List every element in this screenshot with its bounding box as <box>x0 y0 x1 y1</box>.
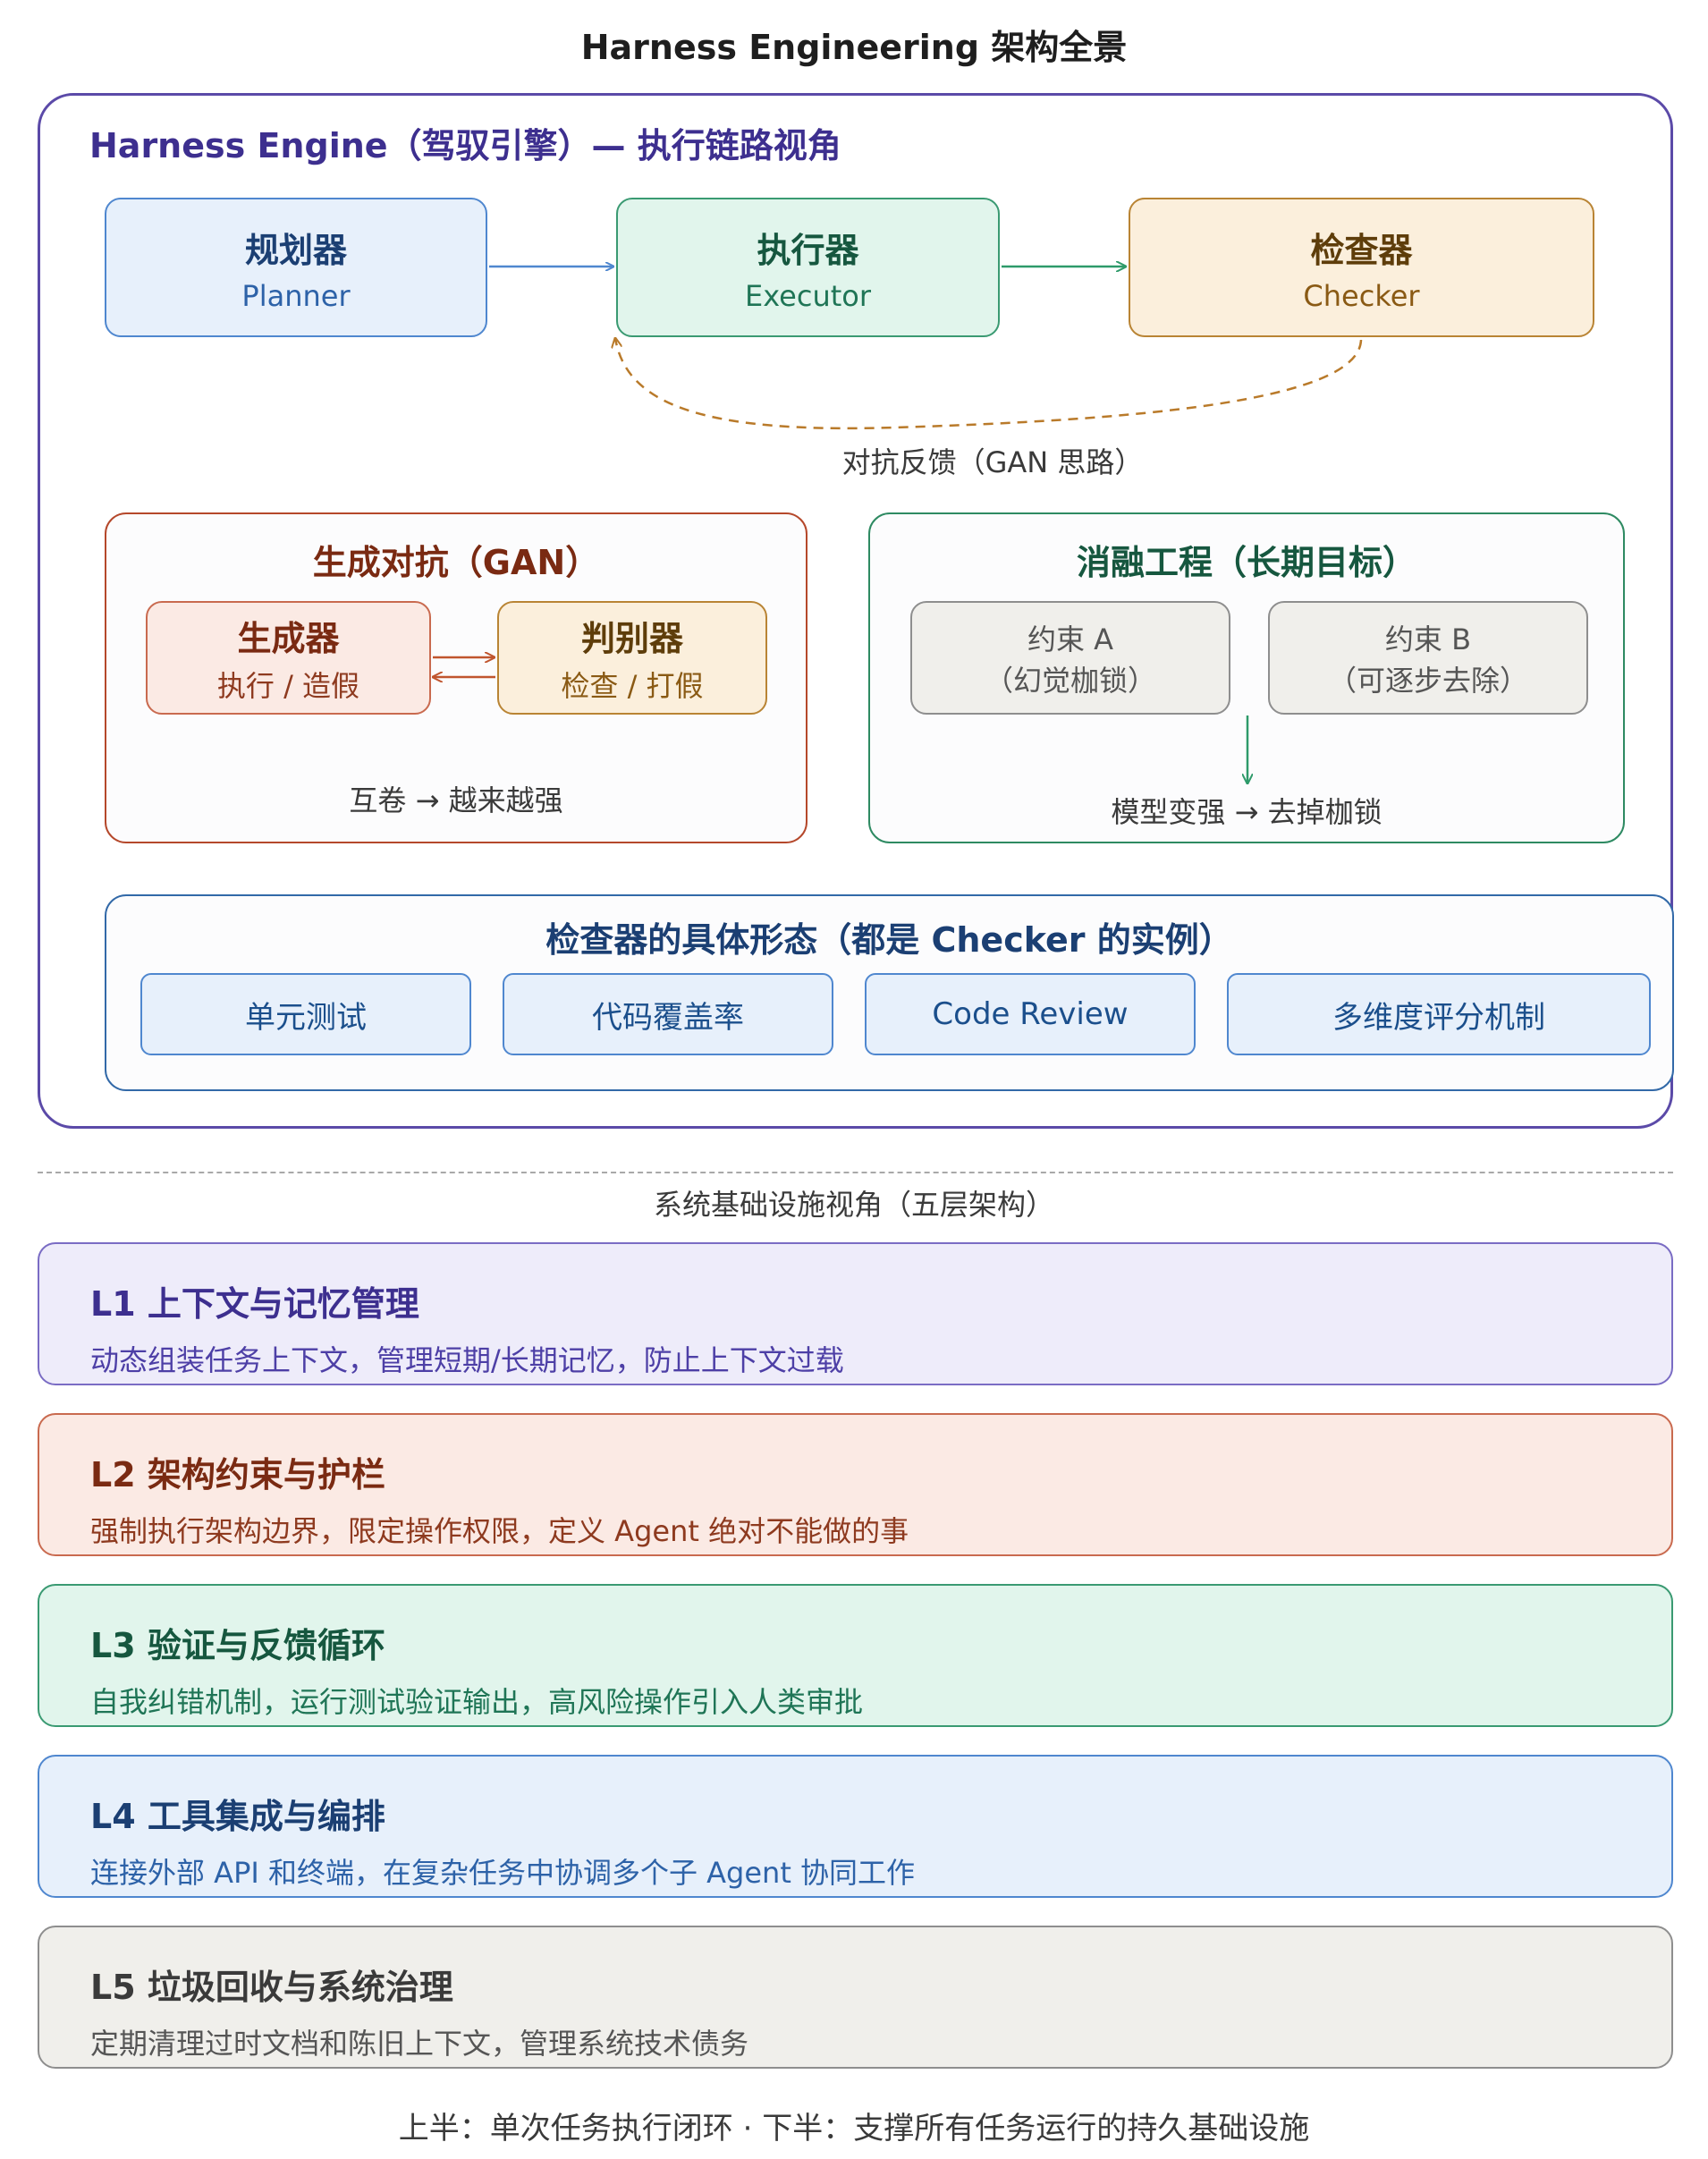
layer-l2: L2 架构约束与护栏 强制执行架构边界，限定操作权限，定义 Agent 绝对不能… <box>38 1413 1673 1556</box>
constraint-b-box: 约束 B （可逐步去除） <box>1268 601 1588 715</box>
discriminator-subtitle: 检查 / 打假 <box>561 669 704 703</box>
checker-form-code-review: Code Review <box>865 973 1196 1055</box>
generator-box: 生成器 执行 / 造假 <box>146 601 431 715</box>
ablation-note: 模型变强 → 去掉枷锁 <box>1111 795 1382 829</box>
executor-box: 执行器 Executor <box>616 198 1000 337</box>
infrastructure-label: 系统基础设施视角（五层架构） <box>653 1188 1054 1222</box>
gan-note: 互卷 → 越来越强 <box>349 783 563 817</box>
planner-box: 规划器 Planner <box>105 198 487 337</box>
discriminator-title: 判别器 <box>580 619 683 658</box>
generator-subtitle: 执行 / 造假 <box>216 669 360 703</box>
layer-l1-title: L1 上下文与记忆管理 <box>90 1284 419 1324</box>
layer-l4: L4 工具集成与编排 连接外部 API 和终端，在复杂任务中协调多个子 Agen… <box>38 1755 1673 1898</box>
engine-title: Harness Engine（驾驭引擎）— 执行链路视角 <box>89 126 841 165</box>
checker-form-multi-score: 多维度评分机制 <box>1227 973 1651 1055</box>
layer-l2-desc: 强制执行架构边界，限定操作权限，定义 Agent 绝对不能做的事 <box>90 1514 909 1548</box>
section-divider <box>38 1172 1673 1173</box>
constraint-a-desc: （幻觉枷锁） <box>984 663 1156 698</box>
layer-l4-title: L4 工具集成与编排 <box>90 1797 385 1836</box>
executor-title: 执行器 <box>757 230 859 270</box>
checker-box: 检查器 Checker <box>1129 198 1594 337</box>
layer-l3-desc: 自我纠错机制，运行测试验证输出，高风险操作引入人类审批 <box>90 1685 864 1719</box>
planner-subtitle: Planner <box>241 278 351 313</box>
layer-l1-desc: 动态组装任务上下文，管理短期/长期记忆，防止上下文过载 <box>90 1343 844 1377</box>
checker-title: 检查器 <box>1310 230 1413 270</box>
footer-note: 上半：单次任务执行闭环 · 下半：支撑所有任务运行的持久基础设施 <box>398 2111 1310 2146</box>
layer-l1: L1 上下文与记忆管理 动态组装任务上下文，管理短期/长期记忆，防止上下文过载 <box>38 1242 1673 1385</box>
constraint-a-box: 约束 A （幻觉枷锁） <box>910 601 1230 715</box>
constraint-a-label: 约束 A <box>1027 622 1114 656</box>
planner-title: 规划器 <box>244 230 347 270</box>
ablation-title: 消融工程（长期目标） <box>1076 543 1416 582</box>
feedback-label: 对抗反馈（GAN 思路） <box>841 445 1144 479</box>
executor-subtitle: Executor <box>744 278 871 313</box>
layer-l5: L5 垃圾回收与系统治理 定期清理过时文档和陈旧上下文，管理系统技术债务 <box>38 1926 1673 2069</box>
checker-subtitle: Checker <box>1303 278 1420 313</box>
layer-l5-title: L5 垃圾回收与系统治理 <box>90 1968 453 2007</box>
checker-forms-title: 检查器的具体形态（都是 Checker 的实例） <box>545 920 1233 960</box>
page-title: Harness Engineering 架构全景 <box>580 28 1128 67</box>
checker-form-unit-test: 单元测试 <box>140 973 471 1055</box>
gan-title: 生成对抗（GAN） <box>312 543 600 582</box>
layer-l3: L3 验证与反馈循环 自我纠错机制，运行测试验证输出，高风险操作引入人类审批 <box>38 1584 1673 1727</box>
layer-l2-title: L2 架构约束与护栏 <box>90 1455 385 1494</box>
harness-engine-panel <box>38 93 1673 1129</box>
constraint-b-label: 约束 B <box>1384 622 1472 656</box>
layer-l5-desc: 定期清理过时文档和陈旧上下文，管理系统技术债务 <box>90 2027 749 2061</box>
discriminator-box: 判别器 检查 / 打假 <box>497 601 767 715</box>
layer-l4-desc: 连接外部 API 和终端，在复杂任务中协调多个子 Agent 协同工作 <box>90 1856 916 1890</box>
constraint-b-desc: （可逐步去除） <box>1327 663 1528 698</box>
checker-form-code-coverage: 代码覆盖率 <box>503 973 833 1055</box>
layer-l3-title: L3 验证与反馈循环 <box>90 1626 385 1665</box>
generator-title: 生成器 <box>237 619 340 658</box>
